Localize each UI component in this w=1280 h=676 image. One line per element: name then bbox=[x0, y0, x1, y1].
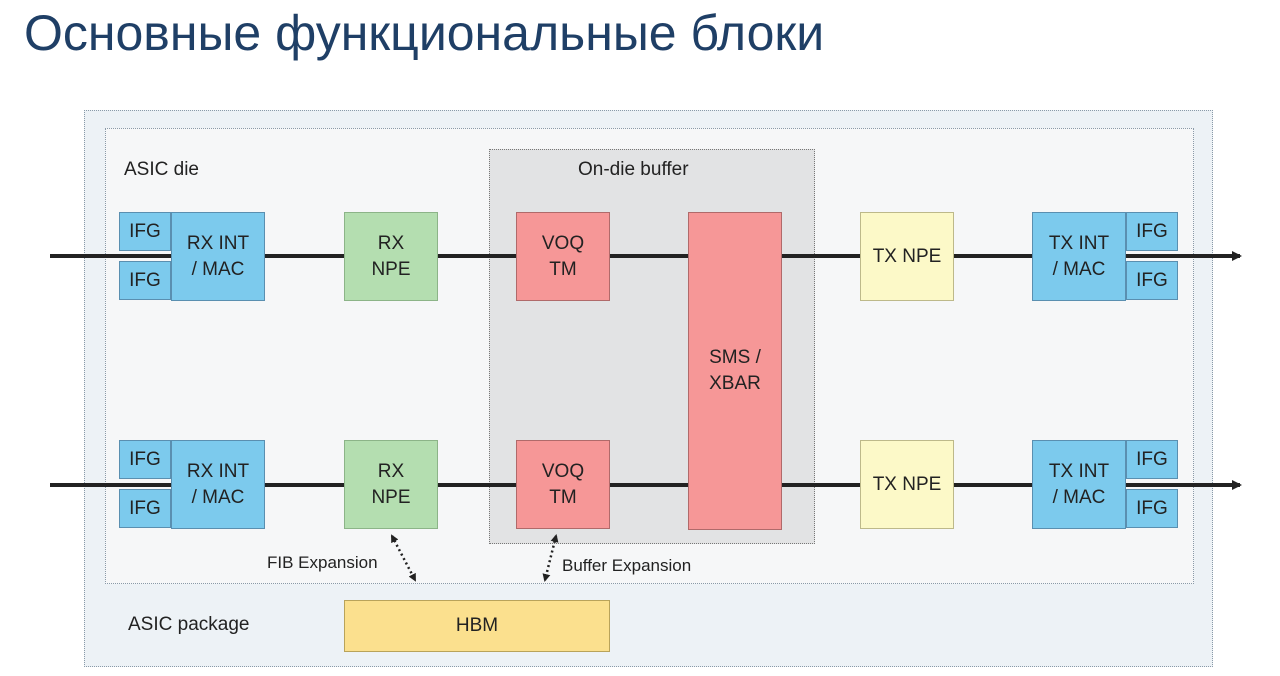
on-die-buffer-label: On-die buffer bbox=[578, 159, 689, 180]
voq-tm-top: VOQ TM bbox=[516, 212, 610, 301]
ifg-rx-bottom-2: IFG bbox=[119, 489, 171, 528]
tx-npe-bottom: TX NPE bbox=[860, 440, 954, 529]
sms-xbar-block: SMS / XBAR bbox=[688, 212, 782, 530]
buffer-expansion-label: Buffer Expansion bbox=[562, 556, 692, 575]
asic-package-label: ASIC package bbox=[128, 614, 250, 635]
page-title: Основные функциональные блоки bbox=[24, 5, 825, 61]
ifg-rx-top-1: IFG bbox=[119, 212, 171, 251]
rx-npe-top: RX NPE bbox=[344, 212, 438, 301]
tx-int-mac-bottom: TX INT / MAC bbox=[1032, 440, 1126, 529]
asic-die-label: ASIC die bbox=[124, 159, 199, 180]
ifg-tx-top-2: IFG bbox=[1126, 261, 1178, 300]
ifg-tx-bottom-1: IFG bbox=[1126, 440, 1178, 479]
voq-tm-bottom: VOQ TM bbox=[516, 440, 610, 529]
fib-expansion-label: FIB Expansion bbox=[267, 553, 378, 572]
ifg-rx-bottom-1: IFG bbox=[119, 440, 171, 479]
buffer-expansion-connector bbox=[542, 534, 559, 582]
rx-npe-bottom: RX NPE bbox=[344, 440, 438, 529]
tx-npe-top: TX NPE bbox=[860, 212, 954, 301]
rx-int-mac-top: RX INT / MAC bbox=[171, 212, 265, 301]
ifg-tx-top-1: IFG bbox=[1126, 212, 1178, 251]
hbm-block: HBM bbox=[344, 600, 610, 652]
tx-int-mac-top: TX INT / MAC bbox=[1032, 212, 1126, 301]
fib-expansion-connector bbox=[390, 534, 417, 582]
ifg-tx-bottom-2: IFG bbox=[1126, 489, 1178, 528]
ifg-rx-top-2: IFG bbox=[119, 261, 171, 300]
rx-int-mac-bottom: RX INT / MAC bbox=[171, 440, 265, 529]
